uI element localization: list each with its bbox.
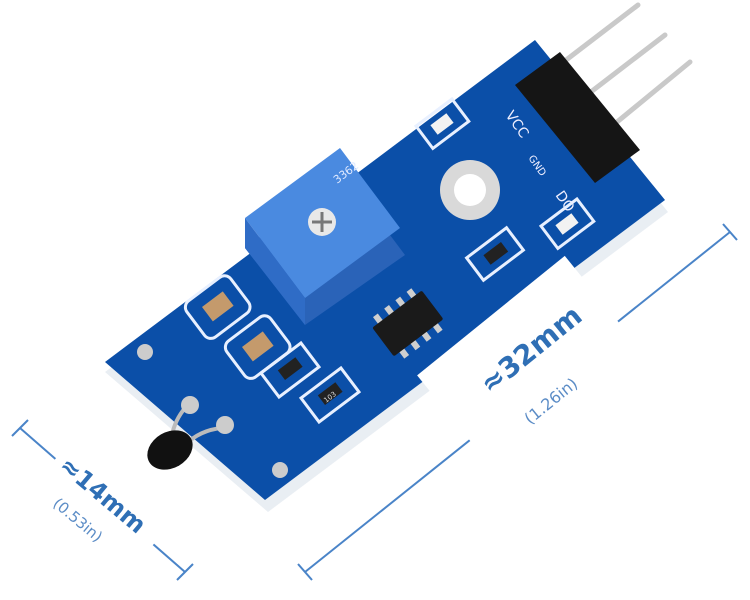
potentiometer: 3362 bbox=[245, 148, 405, 325]
ic-chip bbox=[372, 288, 443, 359]
resistor bbox=[277, 357, 303, 381]
solder-pad bbox=[272, 462, 288, 478]
pcb-board bbox=[105, 40, 665, 500]
mounting-hole-center bbox=[454, 174, 486, 206]
capacitor bbox=[202, 291, 234, 322]
solder-pad bbox=[137, 344, 153, 360]
pin-header bbox=[515, 52, 640, 183]
led bbox=[555, 213, 579, 235]
capacitor bbox=[242, 331, 274, 362]
resistor bbox=[317, 382, 343, 406]
led bbox=[430, 113, 454, 135]
resistor bbox=[483, 241, 509, 265]
thermistor bbox=[147, 396, 234, 470]
silkscreen bbox=[183, 96, 596, 425]
